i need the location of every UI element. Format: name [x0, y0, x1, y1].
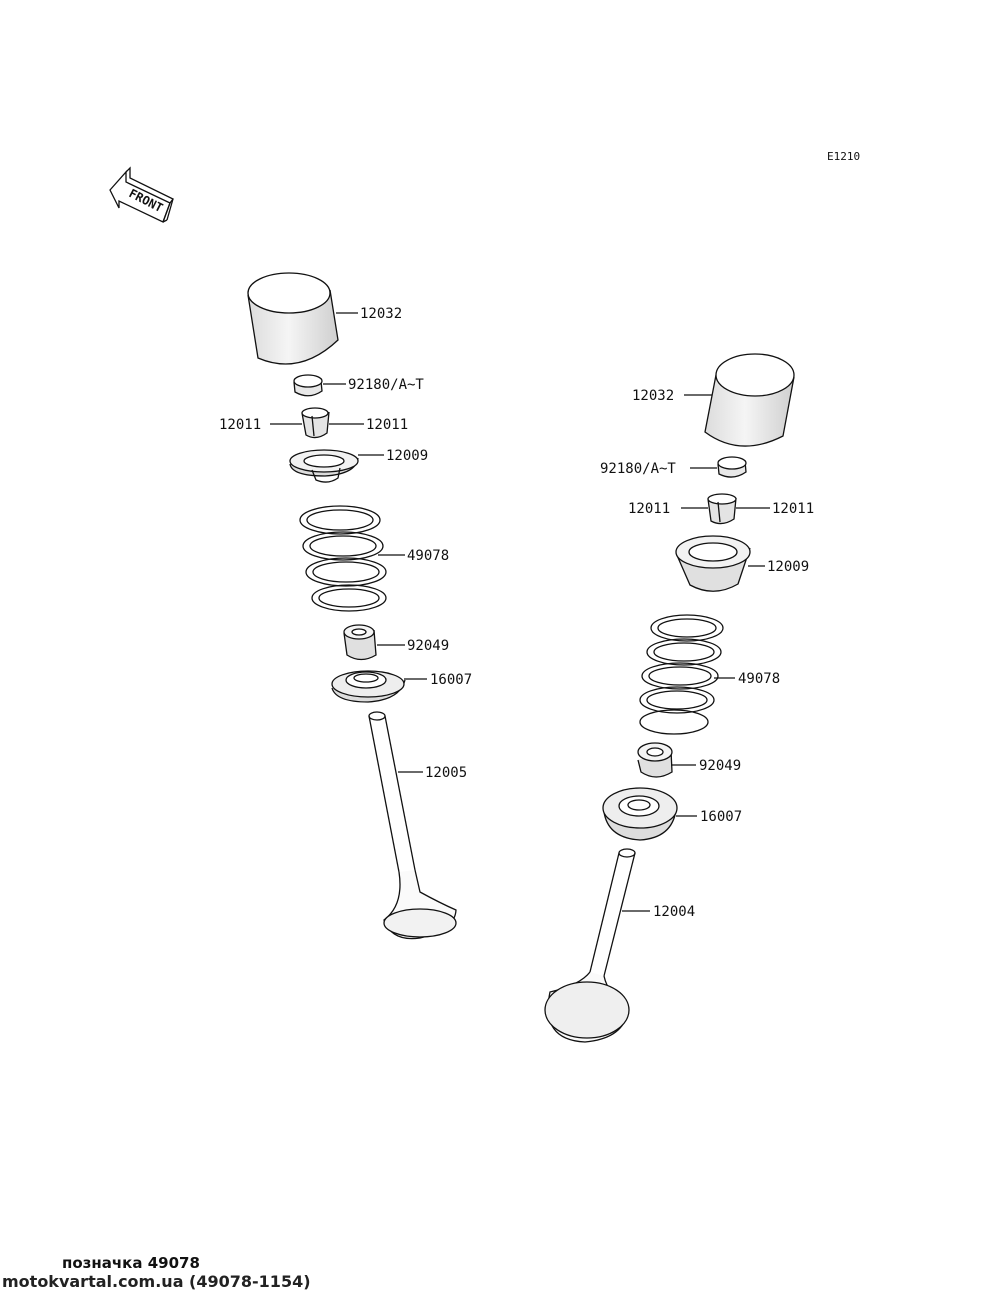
- label-right-spring: 49078: [738, 671, 780, 687]
- front-arrow-icon: [109, 166, 174, 223]
- label-right-keeper-right: 12011: [772, 501, 814, 517]
- right-retainer: [675, 535, 751, 592]
- label-left-retainer: 12009: [386, 448, 428, 464]
- caption-source: motokvartal.com.ua (49078-1154): [2, 1272, 311, 1291]
- label-left-tappet: 12032: [360, 306, 402, 322]
- label-left-seal: 92049: [407, 638, 449, 654]
- label-right-seat: 16007: [700, 809, 742, 825]
- label-right-seal: 92049: [699, 758, 741, 774]
- left-tappet: [247, 272, 339, 365]
- label-right-tappet: 12032: [632, 388, 674, 404]
- label-left-keeper-right: 12011: [366, 417, 408, 433]
- label-right-shim: 92180/A~T: [600, 461, 676, 477]
- right-spring: [639, 614, 724, 735]
- caption-part-number: позначка 49078: [62, 1254, 200, 1272]
- left-seal: [343, 624, 377, 661]
- right-valve: [544, 848, 636, 1043]
- label-left-keeper-left: 12011: [219, 417, 261, 433]
- label-right-valve: 12004: [653, 904, 695, 920]
- label-right-keeper-left: 12011: [628, 501, 670, 517]
- right-keepers: [707, 493, 737, 525]
- label-left-seat: 16007: [430, 672, 472, 688]
- right-seal: [637, 742, 673, 778]
- right-shim: [717, 456, 747, 478]
- right-tappet: [704, 353, 795, 447]
- left-keepers: [301, 407, 330, 439]
- label-right-retainer: 12009: [767, 559, 809, 575]
- left-spring: [299, 505, 387, 612]
- label-left-spring: 49078: [407, 548, 449, 564]
- left-shim: [293, 374, 323, 397]
- right-seat: [602, 787, 678, 841]
- label-left-shim: 92180/A~T: [348, 377, 424, 393]
- left-seat: [331, 670, 406, 703]
- label-left-valve: 12005: [425, 765, 467, 781]
- diagram-code: E1210: [827, 150, 861, 163]
- left-retainer: [289, 449, 359, 483]
- left-valve: [368, 711, 457, 940]
- part-labels: 12032 92180/A~T 12011 12011 12009 49078 …: [127, 186, 815, 920]
